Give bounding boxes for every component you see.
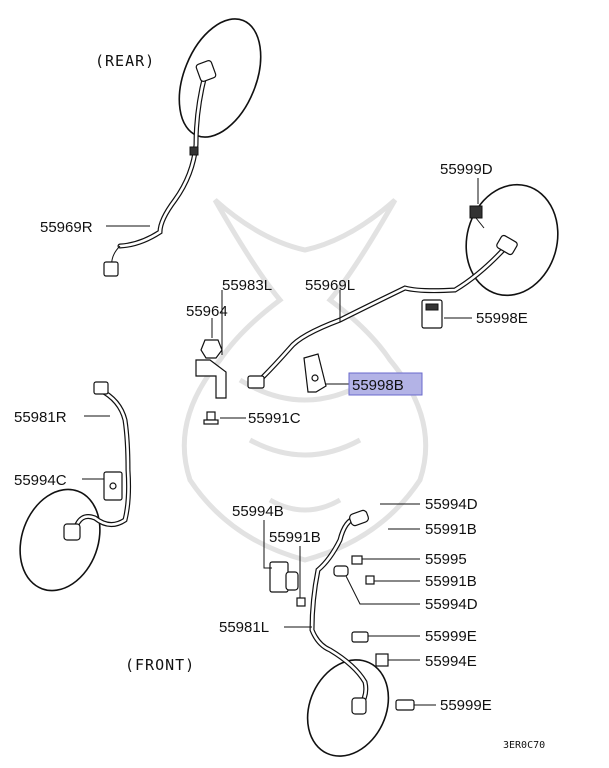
label-55998E[interactable]: 55998E — [476, 310, 528, 327]
leader-lines — [82, 178, 479, 706]
label-55969L[interactable]: 55969L — [305, 277, 355, 294]
bolt-55999E-upper — [351, 631, 369, 643]
bolt-55991B-left — [296, 597, 306, 607]
rear-right-sensor-cable — [103, 60, 217, 277]
bracket-55983L — [195, 359, 227, 399]
bracket-55994B — [269, 561, 299, 593]
label-55994D-2[interactable]: 55994D — [425, 596, 478, 613]
bracket-55994C — [103, 471, 123, 501]
clip-55995 — [351, 555, 363, 565]
highlight-box — [348, 372, 423, 396]
label-55999E-1[interactable]: 55999E — [425, 628, 477, 645]
label-55991C[interactable]: 55991C — [248, 410, 301, 427]
bolt-55991C — [203, 411, 219, 425]
clip-55994E — [375, 653, 389, 667]
label-55999D-top[interactable]: 55999D — [440, 161, 493, 178]
bracket-55998B — [303, 353, 327, 393]
rear-left-sensor-cable — [247, 234, 518, 389]
clip-55994D-lower — [333, 565, 349, 577]
label-55964[interactable]: 55964 — [186, 303, 228, 320]
nut-55964 — [200, 339, 223, 359]
clip-55998E — [421, 299, 443, 329]
rear-left-disc — [465, 183, 559, 297]
diagram-code: 3ER0C70 — [503, 740, 545, 751]
label-55998B[interactable]: 55998B — [352, 377, 404, 394]
front-left-disc — [306, 659, 390, 757]
label-55981R[interactable]: 55981R — [14, 409, 67, 426]
label-55994C[interactable]: 55994C — [14, 472, 67, 489]
label-55983L[interactable]: 55983L — [222, 277, 272, 294]
label-55991B-2[interactable]: 55991B — [425, 521, 477, 538]
bolt-55999E-lower — [395, 699, 415, 711]
label-55999E-2[interactable]: 55999E — [440, 697, 492, 714]
label-55995[interactable]: 55995 — [425, 551, 467, 568]
front-right-disc — [19, 488, 101, 592]
label-55991B-3[interactable]: 55991B — [425, 573, 477, 590]
label-55969R[interactable]: 55969R — [40, 219, 93, 236]
bolt-55999D-top — [469, 205, 485, 229]
front-right-sensor-cable — [63, 381, 132, 541]
rear-header: (REAR) — [95, 52, 155, 70]
bolt-55991B-mid — [365, 575, 375, 585]
label-55994E[interactable]: 55994E — [425, 653, 477, 670]
label-55994B[interactable]: 55994B — [232, 503, 284, 520]
label-55991B-1[interactable]: 55991B — [269, 529, 321, 546]
front-left-sensor-cable — [309, 509, 369, 715]
front-header: (FRONT) — [125, 656, 195, 674]
label-55994D-1[interactable]: 55994D — [425, 496, 478, 513]
label-55981L[interactable]: 55981L — [219, 619, 269, 636]
rear-right-disc — [178, 18, 262, 138]
